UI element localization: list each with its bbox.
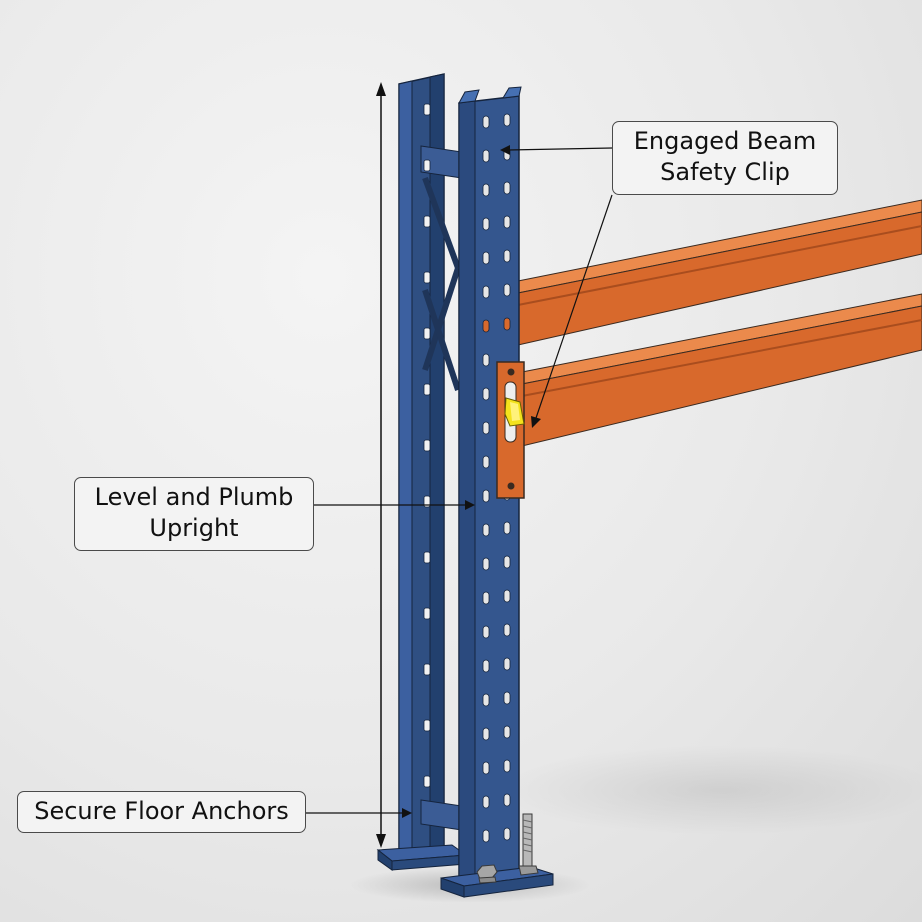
callout-beam-clip-line2: Safety Clip xyxy=(660,158,790,186)
callout-beam-clip-line1: Engaged Beam xyxy=(633,127,817,155)
leader-anchors xyxy=(306,808,412,818)
floor-shadow-right xyxy=(500,745,922,835)
lower-beam xyxy=(521,293,922,447)
anchor-bolt xyxy=(518,813,539,876)
callout-anchors-line1: Secure Floor Anchors xyxy=(34,797,289,825)
callout-upright-line1: Level and Plumb xyxy=(94,483,294,511)
callout-level-and-plumb-upright: Level and Plumb Upright xyxy=(74,477,314,551)
callout-engaged-beam-safety-clip: Engaged Beam Safety Clip xyxy=(612,121,838,195)
leader-upright xyxy=(314,500,475,510)
height-dimension-arrow xyxy=(376,82,386,848)
safety-clip xyxy=(504,397,525,427)
leader-beam-clip xyxy=(500,145,613,155)
beam-connector-plate xyxy=(496,361,525,499)
rear-base-plate xyxy=(376,844,468,871)
rear-upright-slots xyxy=(423,103,431,788)
leader-safety-clip xyxy=(531,194,613,428)
callout-secure-floor-anchors: Secure Floor Anchors xyxy=(17,791,306,833)
rear-upright-column xyxy=(398,73,463,863)
anchor-nut xyxy=(476,864,498,884)
callout-upright-line2: Upright xyxy=(149,514,239,542)
